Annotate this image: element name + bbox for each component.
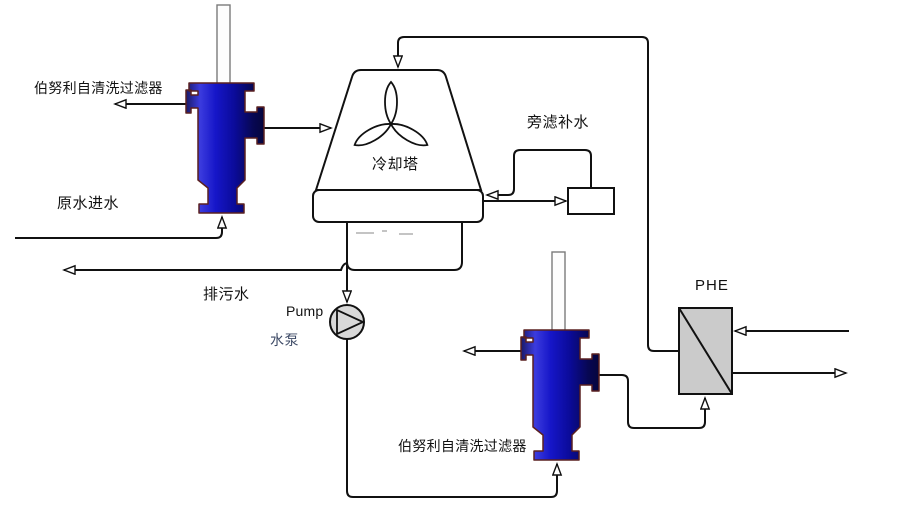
side-filter-makeup-label: 旁滤补水 bbox=[527, 115, 590, 131]
tower-sump bbox=[346, 221, 463, 271]
phe-label: PHE bbox=[695, 277, 729, 294]
raw-water-inlet-label: 原水进水 bbox=[57, 196, 120, 212]
phe-unit bbox=[678, 307, 733, 395]
bernoulli-filter-1 bbox=[185, 4, 265, 214]
pipe-filter2-to-phe bbox=[599, 374, 705, 429]
filter2-label: 伯努利自清洗过滤器 bbox=[398, 440, 527, 455]
pipe-blowdown bbox=[64, 262, 354, 270]
pump-label-cn: 水泵 bbox=[270, 334, 299, 349]
blowdown-label: 排污水 bbox=[203, 287, 250, 303]
sump-faint-marks bbox=[356, 230, 413, 235]
cooling-tower bbox=[312, 69, 484, 271]
bernoulli-filter-2 bbox=[520, 251, 600, 461]
cooling-tower-label: 冷却塔 bbox=[372, 157, 419, 173]
pump-icon bbox=[329, 304, 366, 340]
pump-label-en: Pump bbox=[286, 303, 324, 319]
filter1-label: 伯努利自清洗过滤器 bbox=[34, 82, 163, 97]
tower-basin bbox=[312, 189, 484, 223]
pipe-pump-to-filter2 bbox=[346, 339, 557, 498]
sidefilter-box bbox=[567, 187, 615, 215]
pipe-sidefilter-box-to-basin bbox=[487, 149, 592, 195]
pipe-phe-to-tower-return bbox=[398, 36, 679, 352]
pipe-raw-water-inlet bbox=[15, 217, 222, 239]
